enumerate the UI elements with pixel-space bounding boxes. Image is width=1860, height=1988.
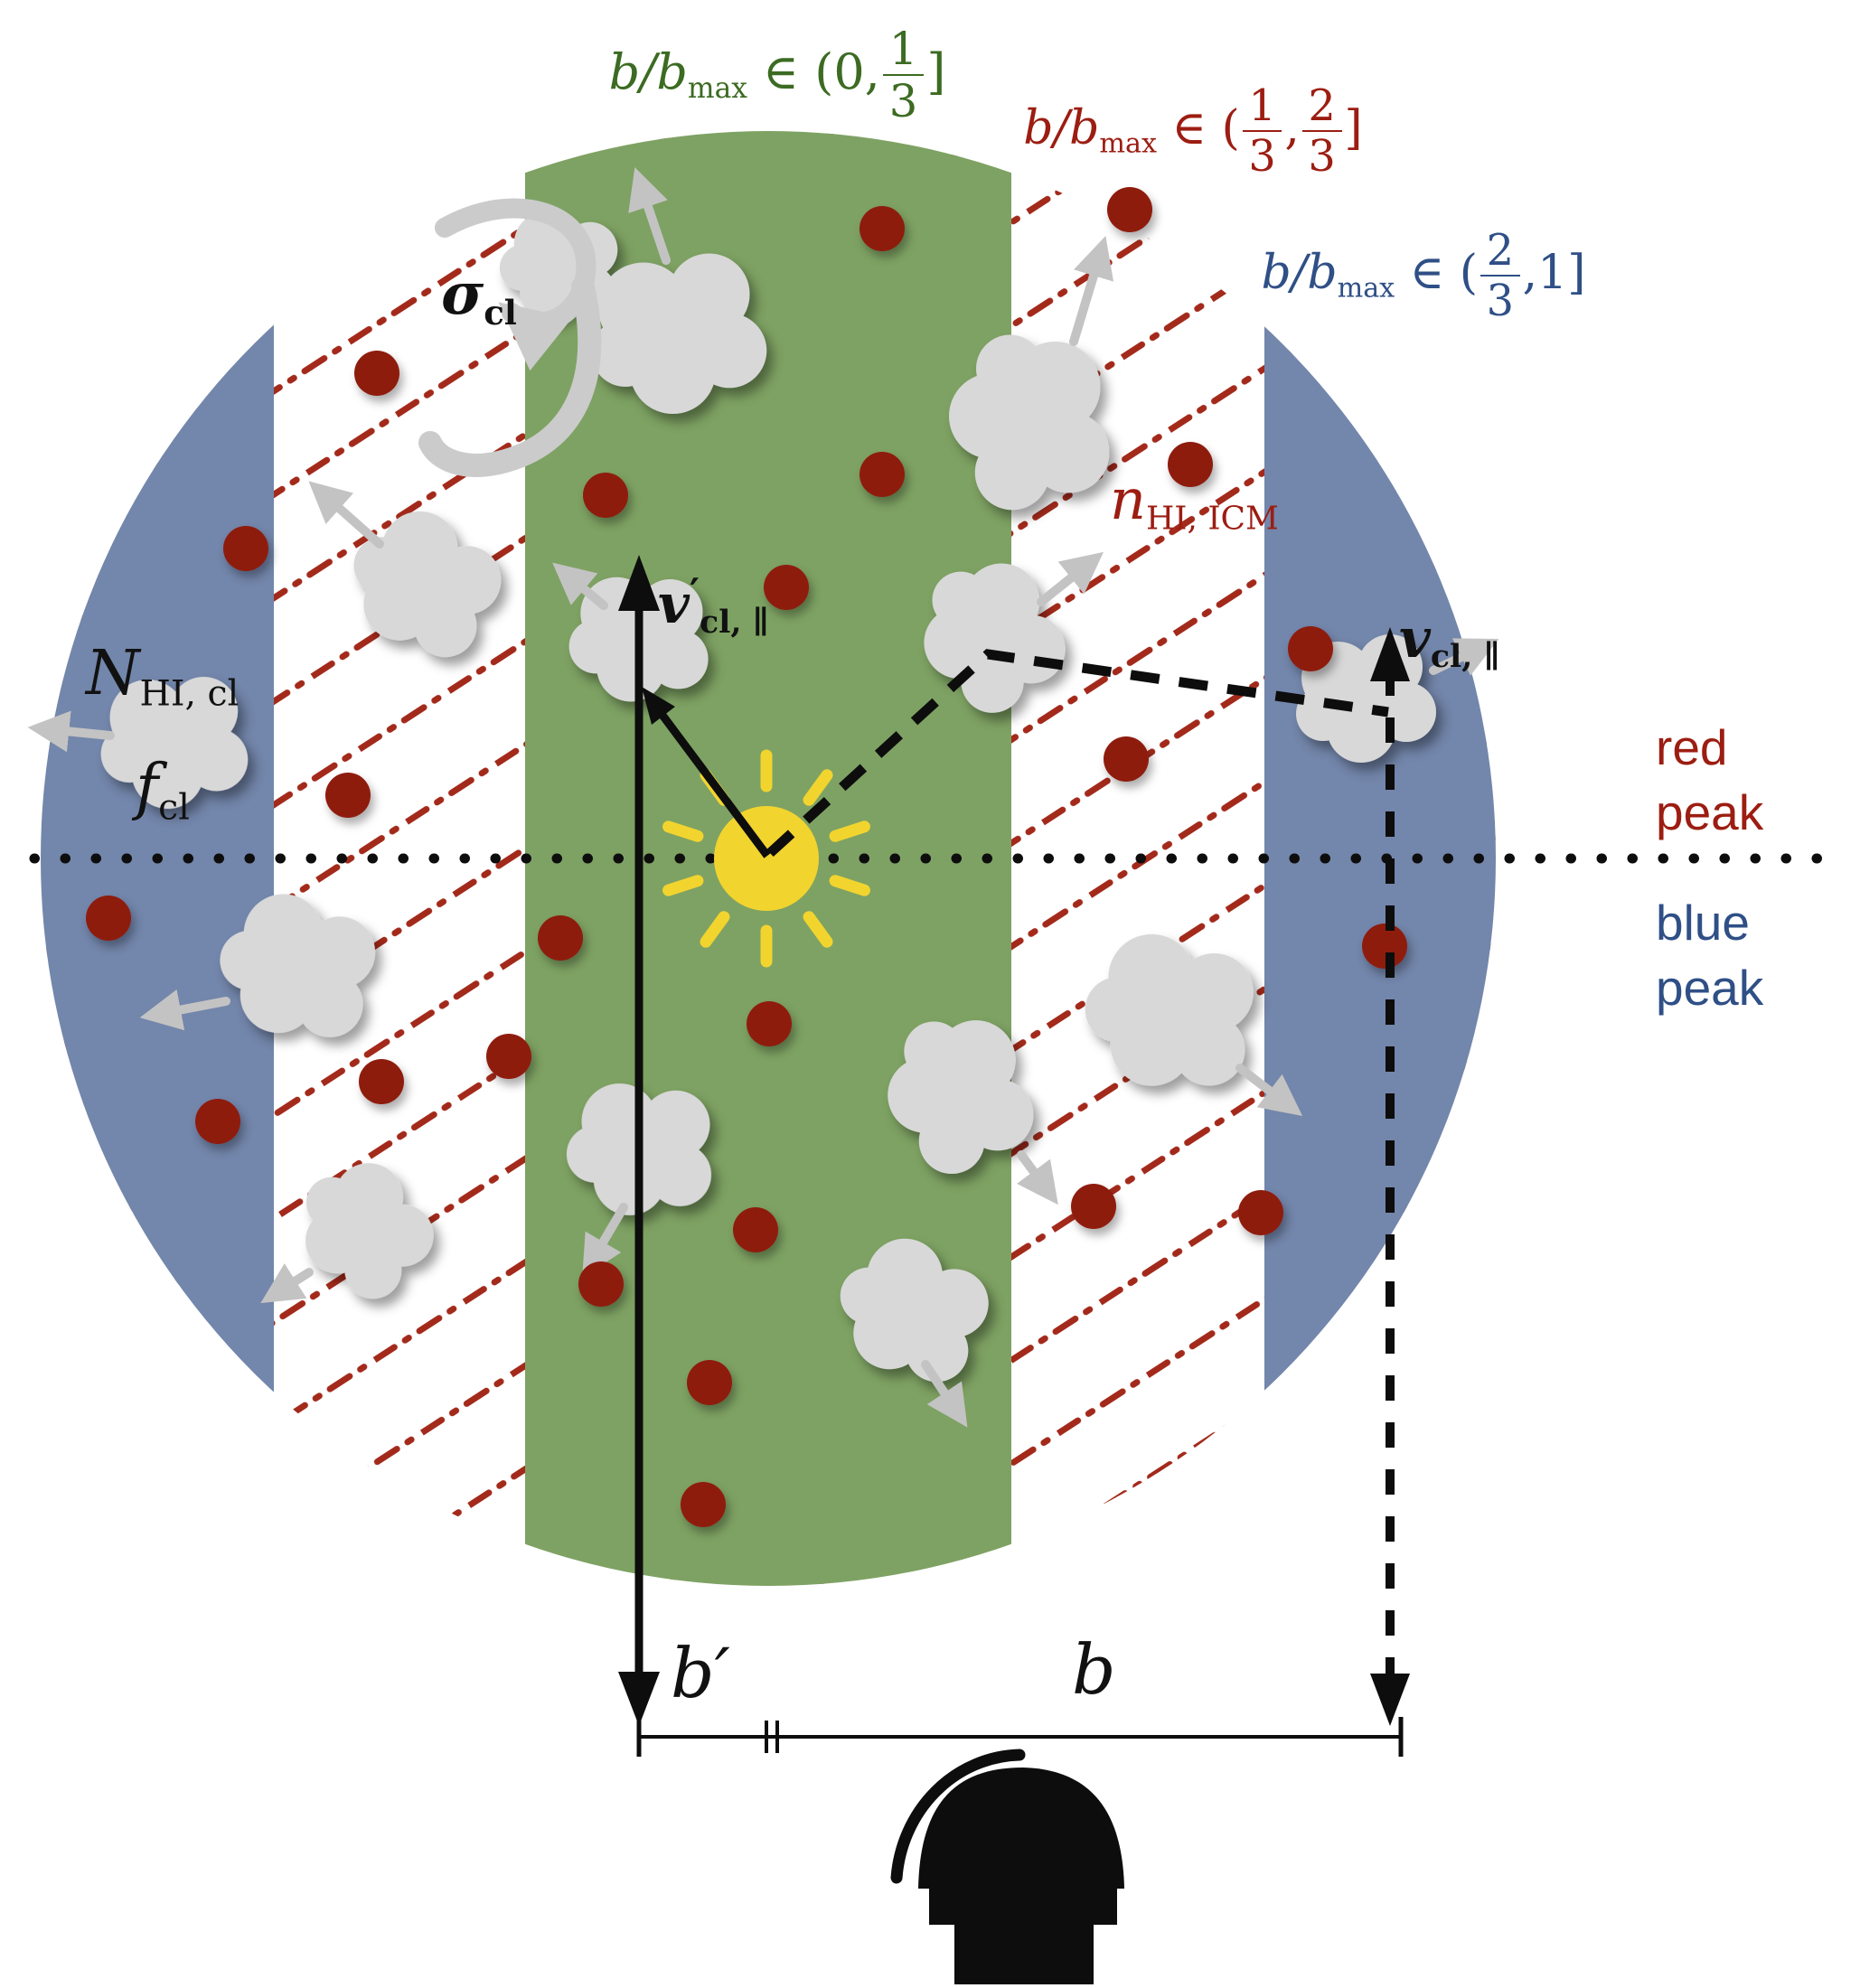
hi-icm-dots — [86, 187, 1407, 1527]
label-v-prime-cl-parallel: v′cl, ∥ — [658, 570, 770, 642]
hi-icm-dot — [325, 773, 371, 818]
sun-ray — [803, 911, 833, 948]
hi-icm-dot — [195, 1099, 240, 1144]
hi-icm-dot — [578, 1261, 624, 1307]
sun-ray — [829, 821, 870, 842]
clump-velocity-arrow — [628, 167, 671, 265]
sightline-b — [766, 649, 1395, 1679]
label-b-prime: b′ — [671, 1633, 730, 1713]
hi-icm-dot — [86, 896, 131, 941]
clump-velocity-arrow — [139, 989, 230, 1031]
clump-velocity-arrow — [308, 481, 384, 549]
observer-arrowhead-left — [618, 1672, 660, 1726]
hi-icm-dot — [354, 351, 399, 396]
label-v-cl-parallel: vcl, ∥ — [1399, 607, 1500, 676]
label-red-peak: red peak — [1656, 719, 1764, 840]
hi-icm-dot — [486, 1034, 531, 1079]
photon-arrowhead — [642, 687, 675, 725]
hi-icm-dot — [1238, 1190, 1283, 1235]
hi-icm-dot — [1071, 1184, 1116, 1229]
hi-icm-dot — [223, 526, 268, 571]
clump-velocity-arrows — [27, 167, 1499, 1428]
hi-icm-dot — [1107, 187, 1152, 232]
sun-body — [714, 806, 819, 911]
label-blue-peak: blue peak — [1656, 895, 1764, 1016]
hi-icm-dot — [1104, 736, 1149, 782]
sun-ray — [803, 769, 833, 806]
label-sigma-cl: σcl — [441, 260, 517, 333]
clump-velocity-arrow — [552, 562, 608, 610]
telescope-icon — [890, 1749, 1124, 1984]
sun-ray — [662, 875, 704, 896]
clump-velocity-arrow — [27, 710, 115, 753]
label-N-hi-cl: NHI, cl — [86, 638, 240, 715]
hi-icm-dot — [681, 1482, 726, 1527]
hi-icm-dot — [1362, 924, 1407, 969]
hi-icm-dot — [1288, 626, 1333, 671]
sightline-bprime-arrowheads — [618, 555, 675, 1726]
clump-velocity-arrow — [260, 1263, 314, 1304]
hi-icm-dot — [687, 1360, 732, 1405]
clump-velocity-arrow — [921, 1360, 968, 1428]
sigma-swirl-icon — [418, 198, 602, 477]
sun-ray — [662, 821, 704, 842]
vprime-arrowhead — [618, 555, 660, 611]
hi-icm-dot — [583, 473, 628, 518]
sightline-bprime — [634, 596, 771, 1683]
hi-icm-dot — [860, 452, 905, 497]
hi-icm-dot — [747, 1001, 792, 1046]
hi-icm-dot — [764, 565, 809, 610]
blue-band-left — [41, 131, 274, 1586]
hi-icm-dot — [538, 915, 583, 961]
clump-velocity-arrow — [1037, 551, 1104, 606]
clump-velocity-arrow — [1069, 235, 1114, 346]
hi-icm-dot — [359, 1059, 404, 1104]
sightline-b-arrowheads — [1370, 627, 1410, 1726]
clump-velocity-arrow — [1235, 1064, 1303, 1116]
label-n-hi-icm: nHI, ICM — [1110, 466, 1279, 538]
hi-icm-dot — [733, 1207, 778, 1252]
hi-icm-dot — [1168, 442, 1213, 487]
blue-band-right — [1264, 131, 1496, 1586]
impact-parameter-ruler — [636, 1717, 1404, 1757]
label-b: b — [1072, 1629, 1116, 1710]
v-arrowhead — [1370, 627, 1410, 681]
clump-velocity-arrow — [1016, 1150, 1058, 1205]
sun-ray — [829, 875, 870, 896]
hi-icm-dot — [860, 206, 905, 251]
clump-velocity-arrow — [582, 1203, 628, 1278]
observer-arrowhead-right — [1370, 1674, 1410, 1726]
label-f-cl: fcl — [136, 752, 190, 829]
sun-ray — [700, 911, 730, 948]
clump-velocity-arrow — [1429, 638, 1499, 676]
